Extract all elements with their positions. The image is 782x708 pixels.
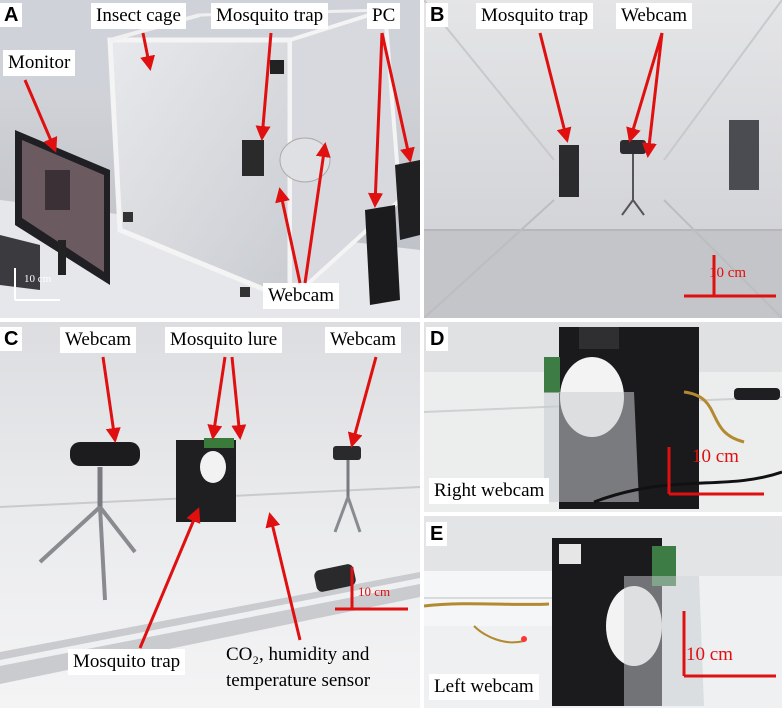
panel-c-photo — [0, 322, 420, 708]
panel-e-scale: 10 cm — [686, 644, 733, 665]
label-right-webcam: Right webcam — [429, 478, 550, 504]
panel-e: 10 cm E Left webcam — [424, 516, 782, 708]
panel-a-scale: 10 cm — [24, 273, 52, 285]
panel-c: 10 cm C Webcam Mosquito lure Webcam Mosq… — [0, 322, 420, 708]
label-mosquito-trap-a: Mosquito trap — [211, 3, 329, 29]
panel-a-photo — [0, 0, 420, 318]
label-webcam-a: Webcam — [263, 283, 339, 309]
label-pc: PC — [367, 3, 401, 29]
panel-b: 10 cm B Mosquito trap Webcam — [424, 0, 782, 318]
panel-c-letter: C — [0, 327, 23, 351]
label-webcam-c-left: Webcam — [60, 327, 136, 353]
panel-b-scale: 10 cm — [709, 265, 747, 281]
panel-e-photo — [424, 516, 782, 708]
label-left-webcam: Left webcam — [429, 674, 539, 700]
label-mosquito-trap-b: Mosquito trap — [476, 3, 594, 29]
panel-d: 10 cm D Right webcam — [424, 322, 782, 512]
label-insect-cage: Insect cage — [91, 3, 186, 29]
label-mosquito-lure: Mosquito lure — [165, 327, 283, 353]
label-mosquito-trap-c: Mosquito trap — [68, 649, 186, 675]
label-monitor: Monitor — [3, 50, 76, 76]
panel-c-scale: 10 cm — [358, 584, 391, 599]
panel-d-letter: D — [426, 327, 449, 351]
panel-d-scale: 10 cm — [692, 446, 739, 467]
panel-a: 10 cm A Insect cage Mosquito trap PC Mon… — [0, 0, 420, 318]
label-sensor-line1: CO₂, humidity and — [226, 644, 370, 665]
panel-b-letter: B — [426, 3, 449, 27]
label-webcam-c-right: Webcam — [325, 327, 401, 353]
panel-e-letter: E — [426, 522, 448, 546]
label-webcam-b: Webcam — [616, 3, 692, 29]
panel-a-letter: A — [0, 3, 23, 27]
label-sensor-line2: temperature sensor — [226, 670, 371, 691]
panel-b-photo — [424, 0, 782, 318]
